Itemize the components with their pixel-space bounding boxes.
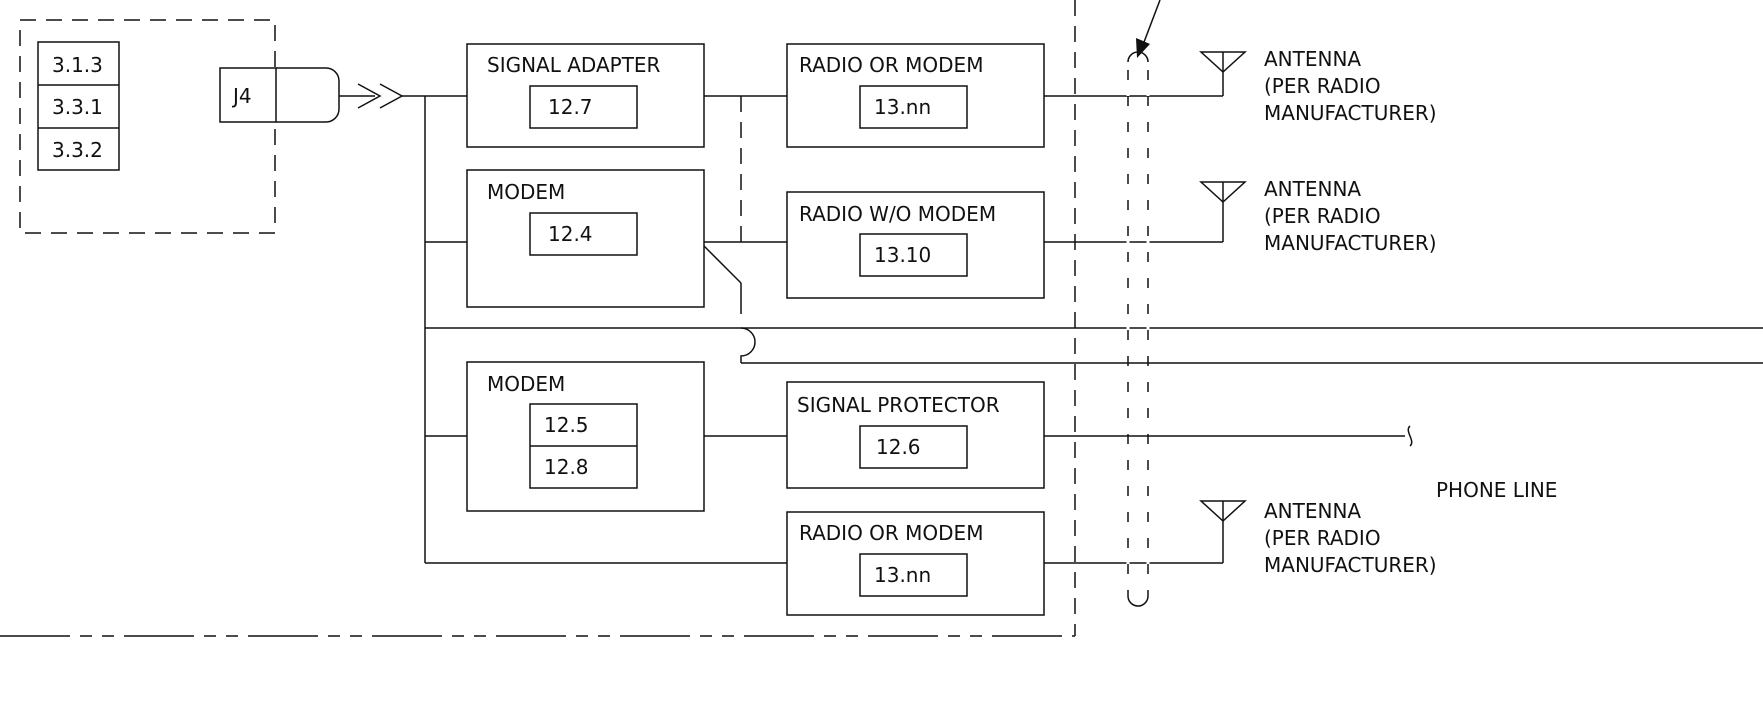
radio-wo-modem-label: RADIO W/O MODEM bbox=[799, 202, 996, 226]
connector-plug-icon bbox=[276, 67, 340, 123]
modem-b-block: MODEM 12.5 12.8 bbox=[466, 361, 705, 512]
ref-3-1-3: 3.1.3 bbox=[52, 53, 103, 77]
antenna-3-line-1: ANTENNA bbox=[1264, 499, 1361, 523]
signal-adapter-ref: 12.7 bbox=[548, 95, 593, 119]
signal-bus bbox=[424, 95, 1763, 564]
signal-protector-label: SIGNAL PROTECTOR bbox=[797, 393, 1000, 417]
antenna-2: ANTENNA (PER RADIO MANUFACTURER) bbox=[1199, 177, 1437, 255]
modem-b-ref-1: 12.5 bbox=[544, 413, 589, 437]
phone-line: PHONE LINE bbox=[1407, 425, 1557, 502]
radio-or-modem-top-ref: 13.nn bbox=[874, 95, 931, 119]
modem-a-label: MODEM bbox=[487, 180, 565, 204]
antenna-icon bbox=[1199, 181, 1247, 242]
antenna-1-line-2: (PER RADIO bbox=[1264, 74, 1381, 98]
antenna-2-line-1: ANTENNA bbox=[1264, 177, 1361, 201]
ref-3-3-2: 3.3.2 bbox=[52, 138, 103, 162]
radio-or-modem-top-block: RADIO OR MODEM 13.nn bbox=[786, 43, 1045, 148]
radio-or-modem-top-label: RADIO OR MODEM bbox=[799, 53, 983, 77]
radio-or-modem-bottom-block: RADIO OR MODEM 13.nn bbox=[786, 511, 1045, 616]
controller-enclosure: 3.1.3 3.3.1 3.3.2 J4 bbox=[19, 19, 340, 234]
connector-box bbox=[219, 67, 277, 123]
antenna-3-line-2: (PER RADIO bbox=[1264, 526, 1381, 550]
shielded-cable bbox=[1126, 51, 1150, 607]
modem-a-ref: 12.4 bbox=[548, 222, 593, 246]
modem-b-label: MODEM bbox=[487, 372, 565, 396]
antenna-3-line-3: MANUFACTURER) bbox=[1264, 553, 1437, 577]
radio-wo-modem-ref: 13.10 bbox=[874, 243, 931, 267]
antenna-1-line-1: ANTENNA bbox=[1264, 47, 1361, 71]
radio-wo-modem-block: RADIO W/O MODEM 13.10 bbox=[786, 191, 1045, 299]
connector-label: J4 bbox=[231, 84, 252, 108]
block-wiring bbox=[703, 95, 1763, 437]
phone-line-label: PHONE LINE bbox=[1436, 478, 1557, 502]
antenna-icon bbox=[1199, 51, 1247, 96]
signal-adapter-label: SIGNAL ADAPTER bbox=[487, 53, 661, 77]
reference-stack bbox=[37, 41, 120, 171]
antenna-1: ANTENNA (PER RADIO MANUFACTURER) bbox=[1199, 47, 1437, 125]
radio-or-modem-bottom-ref: 13.nn bbox=[874, 563, 931, 587]
antenna-1-line-3: MANUFACTURER) bbox=[1264, 101, 1437, 125]
antenna-2-line-3: MANUFACTURER) bbox=[1264, 231, 1437, 255]
signal-protector-block: SIGNAL PROTECTOR 12.6 bbox=[786, 381, 1045, 489]
antenna-2-line-2: (PER RADIO bbox=[1264, 204, 1381, 228]
modem-a-block: MODEM 12.4 bbox=[466, 169, 705, 308]
ref-3-3-1: 3.3.1 bbox=[52, 95, 103, 119]
phone-line-break-icon bbox=[1407, 425, 1413, 447]
modem-b-ref-2: 12.8 bbox=[544, 455, 589, 479]
leader-arrow-icon bbox=[1136, 0, 1161, 58]
antenna-3: ANTENNA (PER RADIO MANUFACTURER) bbox=[1199, 499, 1437, 577]
connector-arrows-icon bbox=[339, 83, 425, 109]
signal-adapter-block: SIGNAL ADAPTER 12.7 bbox=[466, 43, 705, 148]
signal-protector-ref: 12.6 bbox=[876, 435, 921, 459]
enclosure-boundary bbox=[0, 0, 1076, 637]
output-wiring bbox=[1044, 95, 1405, 564]
radio-or-modem-bottom-label: RADIO OR MODEM bbox=[799, 521, 983, 545]
antenna-icon bbox=[1199, 500, 1247, 563]
